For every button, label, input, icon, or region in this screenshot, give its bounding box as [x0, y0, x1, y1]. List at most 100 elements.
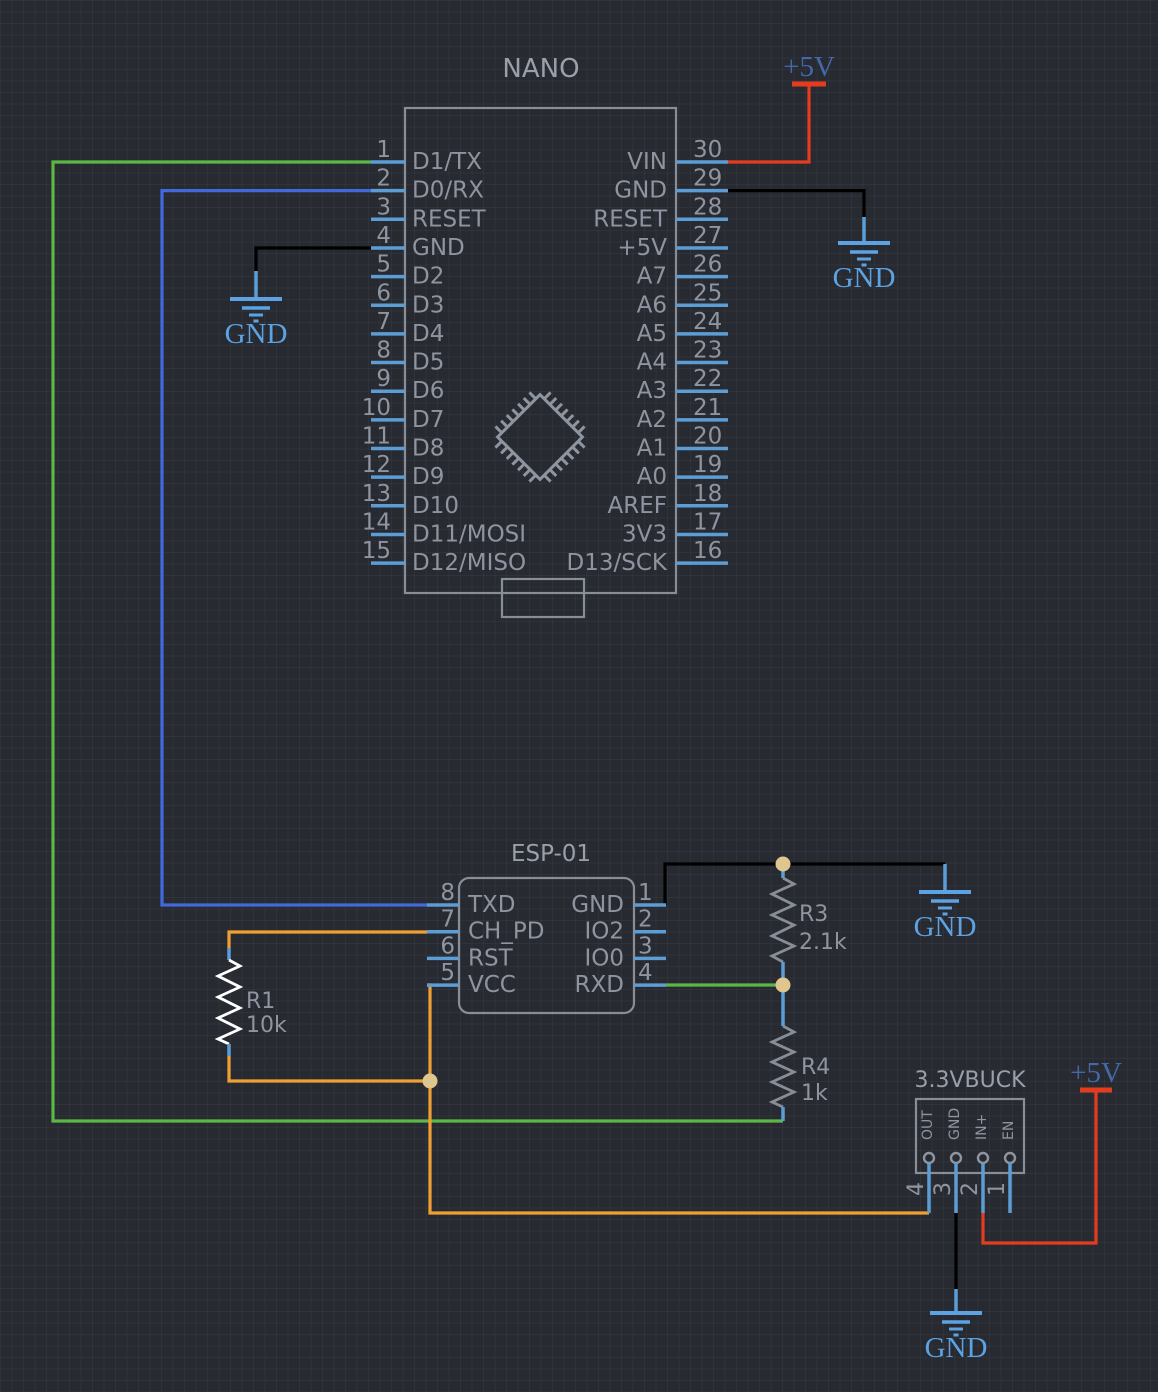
- resistor-body[interactable]: [768, 876, 798, 964]
- pin-number: 5: [440, 960, 455, 986]
- resistor-body[interactable]: [768, 1024, 798, 1109]
- pin-number: 18: [693, 481, 722, 507]
- pin-label: RST: [468, 945, 514, 971]
- pin-label: A5: [637, 321, 667, 347]
- pin-number: 3: [376, 194, 391, 220]
- nano-right-pins[interactable]: 30VIN29GND28RESET27+5V26A725A624A523A422…: [567, 137, 728, 576]
- pin-number: 1: [985, 1182, 1010, 1196]
- gnd-icon: [919, 890, 971, 916]
- pin-number: 9: [376, 366, 391, 392]
- buck-body[interactable]: [914, 1097, 1026, 1175]
- resistor-r1[interactable]: R1 10k: [214, 948, 287, 1056]
- pin-number: 15: [362, 538, 391, 564]
- wire-d0rx-to-txd-blue[interactable]: [160, 189, 427, 907]
- pin-label: D2: [412, 264, 444, 290]
- pin-number: 17: [693, 509, 722, 535]
- junction-dot[interactable]: [422, 1073, 438, 1089]
- pin-number: 5: [376, 252, 391, 278]
- wire-nano-gnd-right-black[interactable]: [728, 189, 866, 217]
- pin-label: D12/MISO: [412, 550, 526, 576]
- pin-label: RESET: [412, 206, 487, 232]
- plus5v-label: +5V: [1070, 1057, 1122, 1089]
- gnd-symbol-nano-left[interactable]: GND: [225, 271, 288, 350]
- wire-buck-in-to-5v-red[interactable]: [981, 1091, 1098, 1245]
- pin-number: 1: [376, 137, 391, 163]
- wire-r1-to-junction-orange[interactable]: [227, 1056, 430, 1083]
- buck-pin-circle[interactable]: [922, 1151, 936, 1165]
- gnd-icon: [230, 297, 282, 323]
- wire-chpd-to-r1-orange[interactable]: [227, 930, 427, 948]
- pin-number: 7: [440, 907, 455, 933]
- pin-number: 8: [376, 338, 391, 364]
- pin-number: 11: [362, 424, 391, 450]
- pin-label: A0: [637, 464, 667, 490]
- resistor-r4[interactable]: R4 1k: [768, 985, 830, 1121]
- plus5v-symbol-buck[interactable]: +5V: [1070, 1057, 1122, 1093]
- junction-dot[interactable]: [775, 977, 791, 993]
- wire-esp-gnd-black[interactable]: [663, 862, 945, 905]
- wire-vin-to-5v-red[interactable]: [728, 84, 811, 164]
- wire-vcc-orange[interactable]: [427, 983, 432, 1081]
- pin-label: D7: [412, 407, 444, 433]
- pin-label: D0/RX: [412, 178, 484, 204]
- gnd-symbol-nano-right[interactable]: GND: [833, 217, 896, 294]
- esp01-body[interactable]: [457, 876, 636, 1015]
- pin-label: IO2: [584, 919, 624, 945]
- buck-pin-circle[interactable]: [949, 1151, 963, 1165]
- pin-number: 22: [693, 366, 722, 392]
- esp01-title: ESP-01: [511, 841, 591, 867]
- resistor-body[interactable]: [214, 958, 244, 1046]
- gnd-icon: [838, 241, 890, 267]
- resistor-ref: R4: [801, 1055, 830, 1080]
- pin-label: GND: [412, 235, 465, 261]
- resistor-r3[interactable]: R3 2.1k: [768, 864, 847, 985]
- buck-pin-circle[interactable]: [1003, 1151, 1017, 1165]
- pin-label: AREF: [608, 493, 667, 519]
- pin-label: GND: [571, 892, 624, 918]
- pin-number: 30: [693, 137, 722, 163]
- pin-label: D6: [412, 378, 444, 404]
- resistor-value: 2.1k: [799, 930, 847, 955]
- pin-number: 4: [904, 1182, 929, 1196]
- junction-dot[interactable]: [775, 856, 791, 872]
- plus5v-label: +5V: [783, 51, 835, 83]
- pin-number: 14: [362, 509, 391, 535]
- gnd-label: GND: [914, 911, 977, 943]
- plus5v-symbol-nano[interactable]: +5V: [783, 51, 835, 87]
- pin-number: 2: [376, 166, 391, 192]
- pin-label: OUT: [920, 1110, 936, 1140]
- pin-label: VIN: [627, 149, 667, 175]
- buck-pin-circle[interactable]: [976, 1151, 990, 1165]
- pin-label: GND: [614, 178, 667, 204]
- pin-number: 19: [693, 452, 722, 478]
- pin-number: 3: [931, 1182, 956, 1196]
- wire-junction-to-buck-out-orange[interactable]: [428, 1081, 929, 1215]
- pin-number: 28: [693, 194, 722, 220]
- pin-label: A3: [637, 378, 667, 404]
- pin-number: 12: [362, 452, 391, 478]
- pin-label: 3V3: [622, 521, 667, 547]
- pin-label: D9: [412, 464, 444, 490]
- wire-nano-gnd-left-black[interactable]: [254, 246, 371, 271]
- wire-d1tx-to-r4-green[interactable]: [51, 160, 783, 1123]
- pin-number: 23: [693, 338, 722, 364]
- pin-number: 26: [693, 252, 722, 278]
- pin-number: 27: [693, 223, 722, 249]
- pin-label: D10: [412, 493, 459, 519]
- pin-label: EN: [1001, 1121, 1017, 1140]
- gnd-symbol-buck[interactable]: GND: [925, 1289, 988, 1364]
- pin-number: 2: [638, 907, 653, 933]
- gnd-label: GND: [925, 1332, 988, 1364]
- pin-number: 6: [440, 933, 455, 959]
- wires[interactable]: [51, 84, 1098, 1289]
- gnd-symbol-esp[interactable]: GND: [914, 864, 977, 943]
- nano-body[interactable]: [403, 106, 678, 595]
